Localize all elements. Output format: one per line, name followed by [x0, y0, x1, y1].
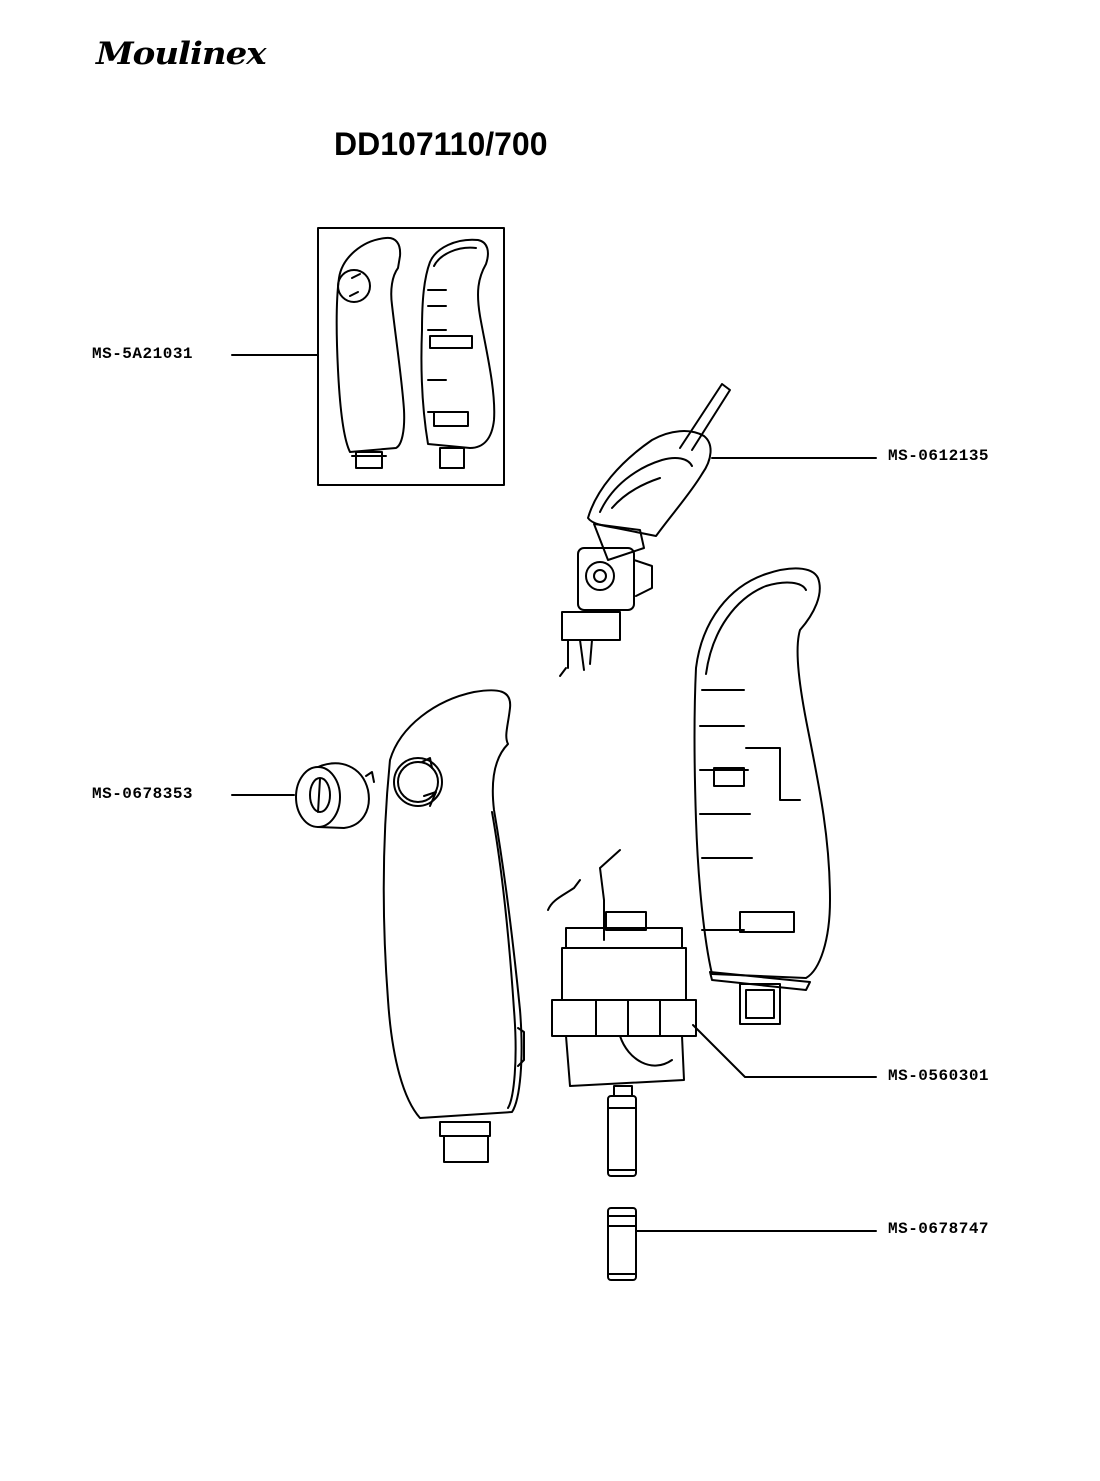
speed-button-body: [318, 763, 369, 828]
part-label-speed-button: MS-0678353: [92, 785, 194, 803]
rear-housing-base: [710, 972, 810, 990]
front-housing-illustration: [384, 690, 524, 1162]
front-shell-button-hole: [338, 270, 370, 302]
motor-shaft: [614, 1086, 632, 1096]
switch-dial: [586, 562, 614, 590]
front-shell-outline: [337, 238, 405, 452]
motor-wire-right: [600, 850, 620, 940]
rear-housing-illustration: [695, 568, 831, 1024]
rear-housing-coupling: [740, 984, 780, 1024]
leader-lines: [232, 355, 876, 1231]
switch-module: [578, 548, 634, 610]
part-label-housing-set: MS-5A21031: [92, 345, 194, 363]
brand-logo: Moulinex: [96, 36, 266, 72]
housing-set-frame: [318, 228, 504, 485]
motor-stator: [552, 1000, 696, 1036]
motor-illustration: [548, 850, 696, 1176]
housing-set-illustration: [318, 228, 504, 485]
coupling-body: [608, 1208, 636, 1280]
leader-motor: [693, 1025, 876, 1077]
front-housing-coupling: [444, 1136, 488, 1162]
rear-shell-outline: [421, 240, 494, 448]
rear-housing-outline: [695, 568, 831, 978]
cord-strain-relief: [680, 384, 730, 450]
switch-base: [562, 612, 620, 640]
rear-shell-coupling: [440, 448, 464, 468]
front-shell-coupling: [356, 452, 382, 468]
motor-drive: [608, 1096, 636, 1176]
part-label-switch-cord: MS-0612135: [888, 447, 990, 465]
part-label-coupling: MS-0678747: [888, 1220, 990, 1238]
motor-frame-upper: [562, 948, 686, 1000]
front-housing-coupling-ring: [440, 1122, 490, 1136]
motor-wire-left: [548, 880, 580, 910]
switch-cord-illustration: [560, 384, 730, 676]
coupling-illustration: [608, 1208, 636, 1280]
part-label-motor: MS-0560301: [888, 1067, 990, 1085]
model-number: DD107110/700: [334, 126, 548, 162]
front-housing-button-hole: [394, 758, 442, 806]
switch-cover: [588, 431, 711, 536]
motor-frame-lower: [566, 1036, 684, 1086]
speed-button-illustration: [296, 763, 374, 828]
front-housing-outline: [384, 690, 522, 1118]
